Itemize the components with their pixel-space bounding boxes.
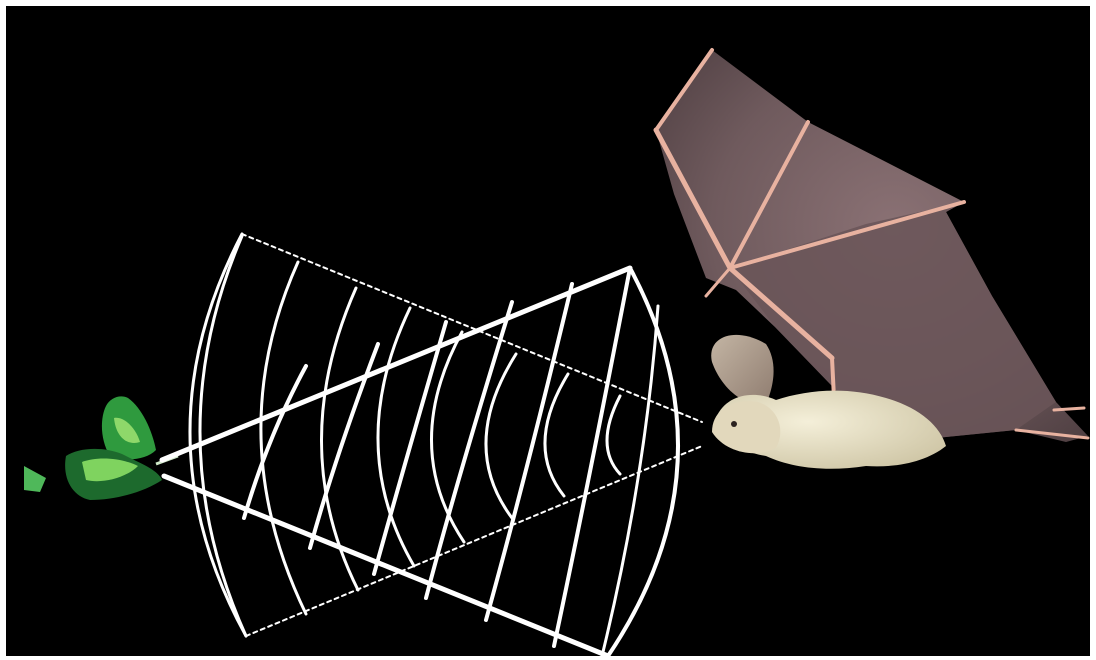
bat [656,50,1088,469]
echo-arc-7 [545,374,568,496]
echo-arc-8 [607,396,620,474]
scene-svg [6,6,1090,656]
moth [24,396,178,500]
echo-edge-lower [246,446,702,636]
echo-arc-4 [378,308,414,566]
bat-eye [731,421,737,427]
echo-arc-5 [431,332,464,542]
echo-arc-2 [261,262,306,614]
photo-canvas [6,6,1090,656]
pulse-arc-5 [486,284,572,620]
echo-edge-upper [242,234,702,422]
bat-ear [711,335,773,405]
pulse-arc-1 [244,366,306,518]
moth-antenna [24,466,46,492]
echolocation-waves [162,234,702,656]
